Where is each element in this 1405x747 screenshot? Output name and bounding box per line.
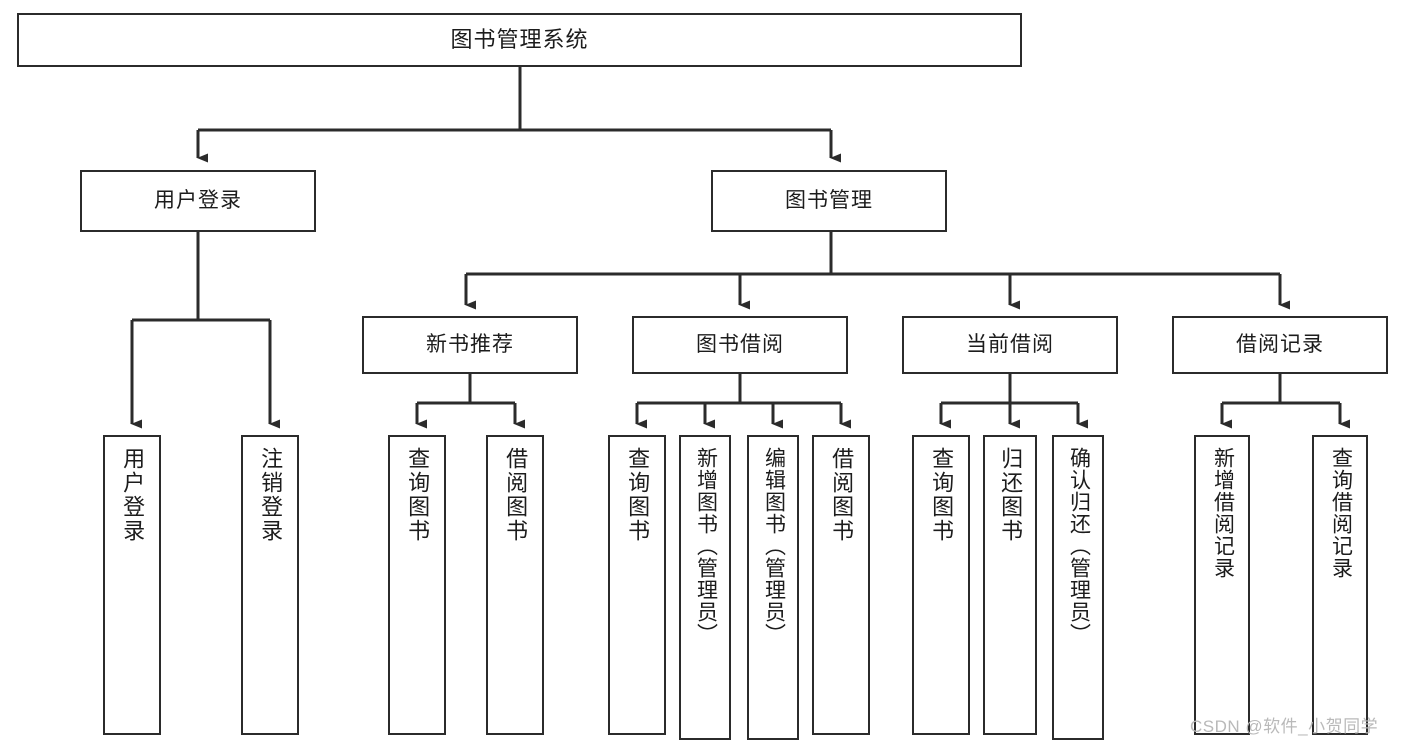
node-borrow-record[interactable]: 借阅记录 [1172, 316, 1388, 374]
node-current-borrow[interactable]: 当前借阅 [902, 316, 1118, 374]
node-label: 新增图书（管理员） [694, 447, 718, 645]
leaf-query-book-borrow[interactable]: 查询图书 [608, 435, 666, 735]
node-label: 注销登录 [258, 447, 284, 543]
node-label: 新增借阅记录 [1211, 447, 1235, 579]
leaf-borrow-book-recommend[interactable]: 借阅图书 [486, 435, 544, 735]
node-new-book-recommend[interactable]: 新书推荐 [362, 316, 578, 374]
leaf-return-book[interactable]: 归还图书 [983, 435, 1037, 735]
leaf-query-book-recommend[interactable]: 查询图书 [388, 435, 446, 735]
node-label: 用户登录 [120, 447, 146, 543]
node-label: 图书管理系统 [450, 27, 589, 53]
node-label: 借阅图书 [829, 447, 855, 543]
leaf-edit-book-admin[interactable]: 编辑图书（管理员） [747, 435, 799, 740]
node-label: 图书管理 [785, 188, 873, 212]
leaf-confirm-return-admin[interactable]: 确认归还（管理员） [1052, 435, 1104, 740]
node-user-login[interactable]: 用户登录 [80, 170, 316, 232]
node-book-management[interactable]: 图书管理 [711, 170, 947, 232]
node-label: 当前借阅 [966, 332, 1054, 356]
node-label: 查询图书 [625, 447, 651, 543]
node-label: 查询借阅记录 [1329, 447, 1353, 579]
node-label: 查询图书 [929, 447, 955, 543]
leaf-user-login[interactable]: 用户登录 [103, 435, 161, 735]
node-label: 归还图书 [998, 447, 1024, 543]
node-label: 借阅图书 [503, 447, 529, 543]
leaf-logout[interactable]: 注销登录 [241, 435, 299, 735]
node-label: 用户登录 [154, 188, 242, 212]
csdn-watermark: CSDN @软件_小贺同学 [1190, 717, 1379, 736]
node-label: 图书借阅 [696, 332, 784, 356]
node-root-system[interactable]: 图书管理系统 [17, 13, 1022, 67]
node-label: 新书推荐 [426, 332, 514, 356]
node-book-borrow[interactable]: 图书借阅 [632, 316, 848, 374]
node-label: 查询图书 [405, 447, 431, 543]
leaf-borrow-book[interactable]: 借阅图书 [812, 435, 870, 735]
leaf-add-borrow-record[interactable]: 新增借阅记录 [1194, 435, 1250, 735]
leaf-query-borrow-record[interactable]: 查询借阅记录 [1312, 435, 1368, 735]
leaf-add-book-admin[interactable]: 新增图书（管理员） [679, 435, 731, 740]
node-label: 编辑图书（管理员） [762, 447, 786, 645]
leaf-query-book-current[interactable]: 查询图书 [912, 435, 970, 735]
node-label: 借阅记录 [1236, 332, 1324, 356]
node-label: 确认归还（管理员） [1067, 447, 1091, 645]
